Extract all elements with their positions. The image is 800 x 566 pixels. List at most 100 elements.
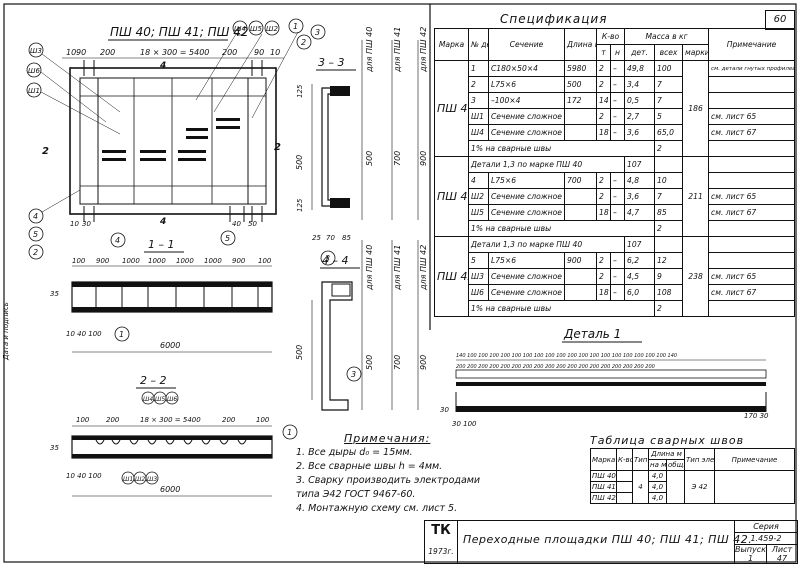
section-44-drawing: 3 3 500 xyxy=(295,250,362,411)
h-mass-mark: марки xyxy=(682,44,710,61)
note-2: 2. Все сварные швы h = 4мм. xyxy=(296,461,443,472)
svg-text:1000: 1000 xyxy=(148,257,166,265)
svg-text:900: 900 xyxy=(419,151,428,166)
svg-text:2: 2 xyxy=(274,142,281,153)
callout-4: Ш5 xyxy=(250,25,262,33)
svg-text:700: 700 xyxy=(393,151,402,166)
detail1-dims: 140 100 100 100 100 100 100 100 100 100 … xyxy=(456,353,677,359)
svg-text:200: 200 xyxy=(222,416,236,424)
note-1: 1. Все дыры d₀ = 15мм. xyxy=(296,447,413,458)
callout-3: Ш4 xyxy=(234,25,246,33)
notes-block: Примечания: 1. Все дыры d₀ = 15мм. 2. Вс… xyxy=(296,432,480,516)
h-pos: № дет. xyxy=(468,28,489,61)
h-qty-n: н xyxy=(609,44,626,61)
note-3: 3. Сварку производить электродами xyxy=(296,475,481,486)
dim-top-0: 10 xyxy=(66,48,76,57)
group-total: 186 xyxy=(682,60,710,157)
svg-text:500: 500 xyxy=(295,155,304,170)
title-block: ТК 1973г. Переходные площадки ПШ 40; ПШ … xyxy=(424,520,798,564)
svg-text:40: 40 xyxy=(232,220,241,228)
svg-text:900: 900 xyxy=(419,355,428,370)
table-row: ПШ 41 Детали 1,3 по марке ПШ 40 107 211 xyxy=(434,156,796,237)
svg-text:30: 30 xyxy=(82,220,91,228)
svg-text:100: 100 xyxy=(76,416,90,424)
callout-1: Ш6 xyxy=(28,67,40,75)
svg-text:Ш1: Ш1 xyxy=(123,476,133,483)
h-section: Сечение xyxy=(488,28,565,61)
svg-text:10 40 100: 10 40 100 xyxy=(66,472,102,480)
weld-table: Марка К-во Тип и h шва Длина м Тип элект… xyxy=(590,448,795,504)
svg-text:1000: 1000 xyxy=(122,257,140,265)
svg-text:1: 1 xyxy=(287,428,292,437)
callout-group: Ш3 Ш6 Ш1 Ш4 Ш5 Ш2 1 2 3 4 5 2 4 xyxy=(26,18,326,260)
svg-text:500: 500 xyxy=(365,151,374,166)
h-qty-t: т xyxy=(596,44,611,61)
section-11-drawing xyxy=(71,281,273,313)
section-44-label: 4 – 4 xyxy=(322,254,349,267)
dim-top-1: 90 xyxy=(76,48,86,57)
svg-text:35: 35 xyxy=(50,444,59,452)
detail1-drawing xyxy=(455,359,767,412)
svg-text:1000: 1000 xyxy=(176,257,194,265)
dim-top-5: 90 xyxy=(254,48,264,57)
svg-text:Ш5: Ш5 xyxy=(155,396,165,403)
table-row: ПШ 40 4 4,0 Э 42 xyxy=(590,470,795,504)
svg-text:100: 100 xyxy=(72,257,86,265)
spec-title: Спецификация xyxy=(500,12,608,26)
mark-ps40-bot: для ПШ 40 xyxy=(365,245,374,291)
page-number: 60 xyxy=(765,10,795,30)
dim-33-c: 85 xyxy=(342,234,351,242)
spec-table: Марка № дет. Сечение Длина мм К-во Масса… xyxy=(434,28,796,344)
dim-top-6: 10 xyxy=(270,48,280,57)
svg-text:125: 125 xyxy=(296,84,304,98)
section-22-bottom-callouts: Ш1 Ш2 Ш3 1 xyxy=(121,424,298,485)
svg-text:100: 100 xyxy=(256,416,270,424)
svg-text:125: 125 xyxy=(296,198,304,212)
dim-top-4: 200 xyxy=(222,48,237,57)
table-row: ПШ 42 Детали 1,3 по марке ПШ 40 107 238 xyxy=(434,236,796,317)
tb-year: 1973г. xyxy=(428,547,454,556)
callout-6: 1 xyxy=(293,22,298,31)
section-33-drawing: 125 500 125 xyxy=(295,84,350,212)
mark-ps41-bot: для ПШ 41 xyxy=(393,245,402,291)
dim-33-a: 25 xyxy=(312,234,321,242)
section-33-label: 3 – 3 xyxy=(318,56,345,69)
svg-text:50: 50 xyxy=(248,220,257,228)
h-mass-det: дет. xyxy=(624,44,656,61)
svg-text:10 40 100: 10 40 100 xyxy=(66,330,102,338)
svg-text:4: 4 xyxy=(159,217,166,227)
mark-ps41-top: для ПШ 41 xyxy=(393,27,402,73)
plan-view: 4 2 2 4 xyxy=(42,60,281,227)
dim-33-b: 70 xyxy=(326,234,335,242)
tb-tk: ТК xyxy=(431,523,451,538)
note-4: 4. Монтажную схему см. лист 5. xyxy=(296,503,458,514)
main-title: ПШ 40; ПШ 41; ПШ 42 xyxy=(110,25,249,39)
h-qty: К-во xyxy=(595,28,626,45)
callout-8: 3 xyxy=(315,28,320,37)
svg-text:2: 2 xyxy=(42,146,49,157)
section-11-label: 1 – 1 xyxy=(148,238,175,251)
svg-text:500: 500 xyxy=(365,355,374,370)
section-22-drawing xyxy=(71,435,273,459)
mark-ps42-bot: для ПШ 42 xyxy=(419,245,428,291)
svg-text:500: 500 xyxy=(295,345,304,360)
svg-text:900: 900 xyxy=(96,257,110,265)
mark-ps40-top: для ПШ 40 xyxy=(365,27,374,73)
callout-13: 5 xyxy=(225,234,230,243)
callout-7: 2 xyxy=(301,38,306,47)
detail1-bottom-dim: 30 100 xyxy=(452,420,477,428)
detail1-left-dim: 30 xyxy=(440,406,449,414)
svg-text:Ш3: Ш3 xyxy=(147,476,157,483)
detail1-dims2: 200 200 200 200 200 200 200 200 200 200 … xyxy=(456,364,655,370)
